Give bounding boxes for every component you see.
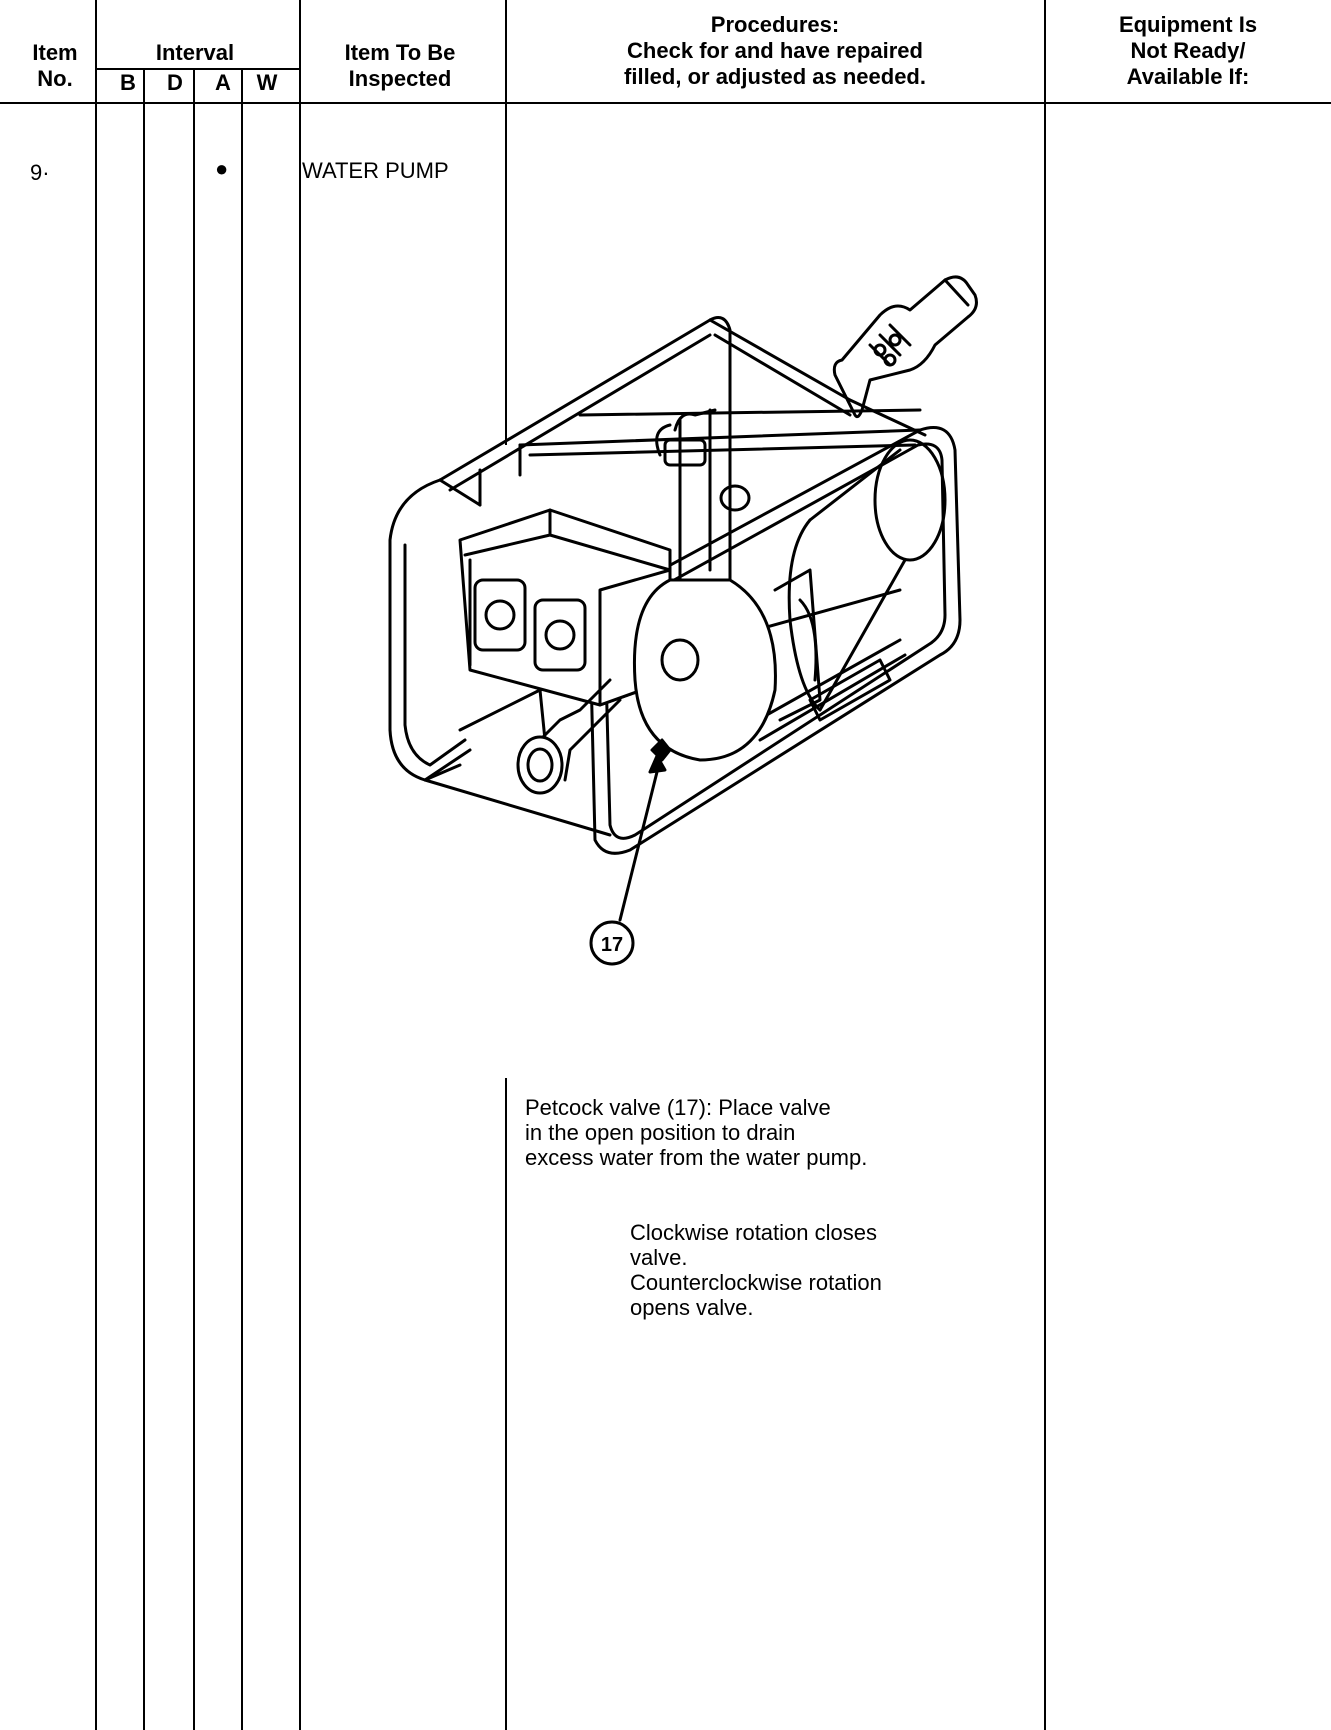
- procedure-rotation-note: Clockwise rotation closes valve. Counter…: [630, 1220, 882, 1320]
- item-number: 9·: [30, 160, 50, 185]
- col-divider-equipment: [1044, 0, 1046, 1730]
- header-equipment: Equipment Is Not Ready/ Available If:: [1118, 12, 1258, 89]
- pointing-hand-icon: [832, 275, 978, 419]
- header-interval: Interval: [155, 40, 235, 65]
- header-interval-a: A: [215, 70, 231, 95]
- interval-a-mark: ●: [215, 156, 229, 181]
- item-name: WATER PUMP: [302, 158, 449, 183]
- header-interval-d: D: [167, 70, 183, 95]
- col-divider-interval: [299, 0, 301, 1730]
- callout-17: 17: [601, 934, 623, 956]
- interval-subheader-rule: [95, 68, 299, 70]
- header-item-to-be-inspected: Item To Be Inspected: [344, 40, 456, 91]
- header-item-no: Item No.: [32, 40, 78, 91]
- header-procedures: Procedures: Check for and have repaired …: [624, 12, 926, 89]
- procedure-petcock-valve: Petcock valve (17): Place valve in the o…: [525, 1095, 868, 1170]
- col-divider-procedures-top: [505, 0, 507, 445]
- col-divider-procedures-bottom: [505, 1078, 507, 1730]
- col-divider-b: [143, 68, 145, 1730]
- header-interval-w: W: [256, 70, 278, 95]
- col-divider-item: [95, 0, 97, 1730]
- header-interval-b: B: [120, 70, 136, 95]
- header-bottom-rule: [0, 102, 1331, 104]
- water-pump-illustration: 17: [388, 275, 978, 966]
- col-divider-d: [193, 68, 195, 1730]
- col-divider-a: [241, 68, 243, 1730]
